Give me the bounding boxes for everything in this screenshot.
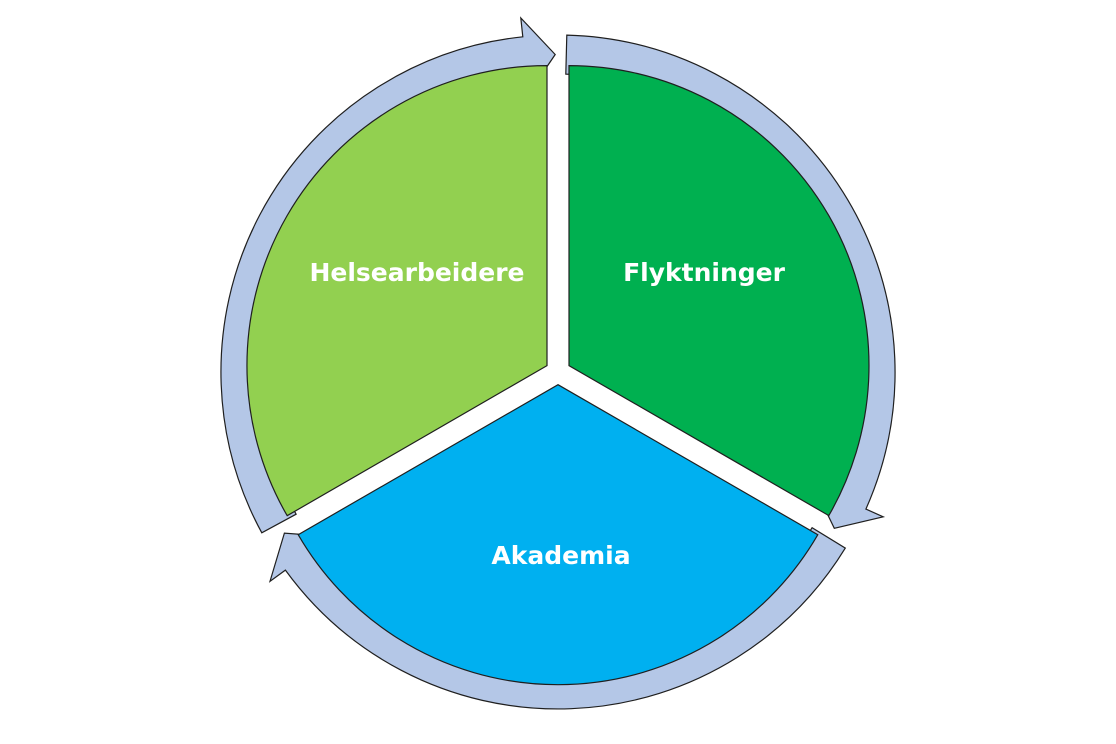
- segment-helsearbeidere: [246, 64, 548, 517]
- segment-label-akademia: Akademia: [491, 541, 630, 570]
- cycle-segments: [246, 64, 870, 686]
- segment-label-flyktninger: Flyktninger: [623, 258, 786, 287]
- segment-label-helsearbeidere: Helsearbeidere: [309, 258, 524, 287]
- segment-akademia: [297, 384, 819, 686]
- segment-flyktninger: [568, 64, 870, 517]
